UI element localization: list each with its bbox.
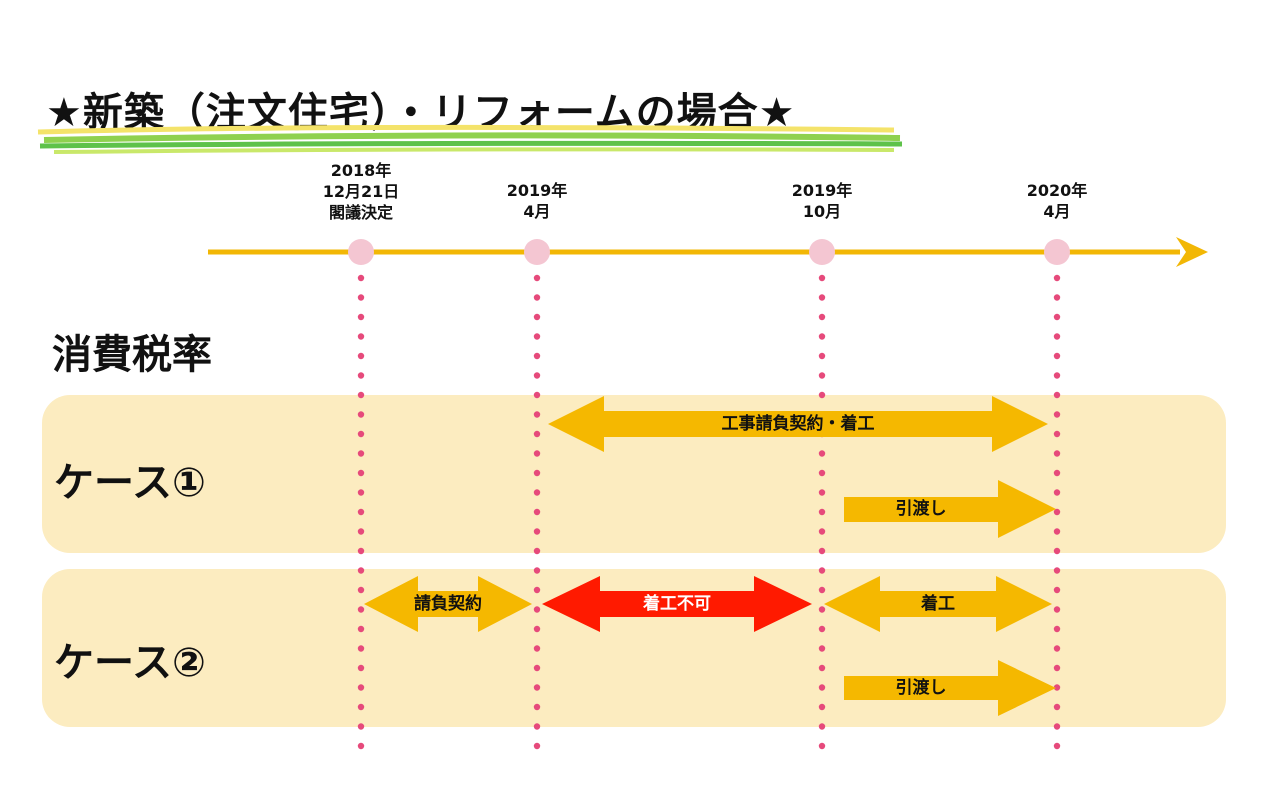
arrow-handover-case-1 — [844, 480, 1056, 538]
timeline-label-2: 2019年 4月 — [467, 180, 607, 222]
milestone-dot-4 — [1044, 239, 1070, 265]
timeline-label-2-line-2: 4月 — [523, 202, 551, 221]
timeline-label-4-line-1: 2020年 — [1026, 181, 1088, 200]
milestone-dot-3 — [809, 239, 835, 265]
timeline-label-3-line-2: 10月 — [802, 202, 842, 221]
title-underline — [37, 124, 903, 154]
timeline-label-2-line-1: 2019年 — [506, 181, 568, 200]
dotted-guide-1 — [357, 274, 365, 750]
timeline-arrowhead — [1176, 237, 1208, 267]
arrow-label-handover-case-1: 引渡し — [895, 499, 947, 519]
arrow-construction-contract-and-start — [548, 396, 1048, 452]
dotted-guide-4 — [1053, 274, 1061, 750]
dotted-guide-3 — [818, 274, 826, 750]
timeline-label-1-line-1: 2018年 — [330, 161, 392, 180]
case-2-label: ケース② — [54, 640, 206, 686]
timeline-label-4: 2020年 4月 — [987, 180, 1127, 222]
arrow-label-contract-case-2: 請負契約 — [414, 594, 482, 614]
timeline-label-1: 2018年 12月21日 閣議決定 — [291, 160, 431, 223]
timeline-label-1-line-3: 閣議決定 — [328, 203, 393, 222]
milestone-dot-1 — [348, 239, 374, 265]
arrow-label-construction-contract-and-start: 工事請負契約・着工 — [721, 414, 875, 434]
arrow-label-construction-not-allowed: 着工不可 — [643, 594, 711, 614]
timeline-label-3-line-1: 2019年 — [791, 181, 853, 200]
dotted-guide-2 — [533, 274, 541, 750]
arrow-handover-case-2 — [844, 660, 1056, 716]
arrow-contract-case-2 — [364, 576, 532, 632]
case-1-label: ケース① — [54, 460, 206, 506]
timeline-label-1-line-2: 12月21日 — [322, 182, 400, 201]
timeline-label-4-line-2: 4月 — [1043, 202, 1071, 221]
consumption-tax-rate-label: 消費税率 — [52, 332, 212, 378]
milestone-dot-2 — [524, 239, 550, 265]
arrow-label-construction-start-case-2: 着工 — [921, 594, 955, 614]
timeline-label-3: 2019年 10月 — [752, 180, 892, 222]
arrow-construction-not-allowed — [542, 576, 812, 632]
arrow-construction-start-case-2 — [824, 576, 1052, 632]
arrow-label-handover-case-2: 引渡し — [895, 678, 947, 698]
